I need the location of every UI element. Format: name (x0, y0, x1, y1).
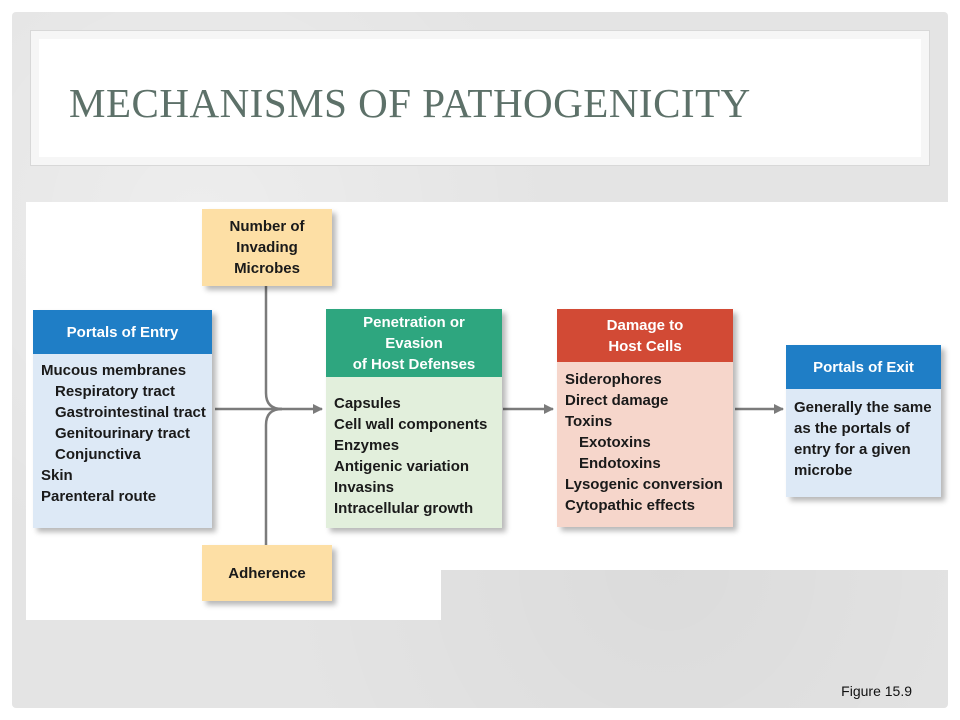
damage-to-host-cells-header: Damage to Host Cells (557, 309, 733, 362)
connector-from-number-of-microbes (264, 286, 283, 411)
portals-of-exit-item: entry for a given (794, 441, 911, 458)
damage-item: Toxins (565, 413, 613, 430)
portals-of-entry-item: Gastrointestinal tract (55, 404, 206, 421)
damage-item: Lysogenic conversion (565, 476, 723, 493)
damage-item: Direct damage (565, 392, 669, 409)
title-panel: MECHANISMS OF PATHOGENICITY (39, 39, 921, 157)
damage-to-host-cells-box: Damage to Host Cells Siderophores Direct… (557, 309, 733, 527)
penetration-evasion-box: Penetration or Evasion of Host Defenses … (326, 309, 502, 528)
figure-caption: Figure 15.9 (841, 683, 912, 699)
portals-of-entry-item: Mucous membranes (41, 362, 187, 379)
portals-of-entry-item: Parenteral route (41, 488, 157, 505)
penetration-item: Intracellular growth (334, 500, 474, 517)
portals-of-entry-item: Respiratory tract (55, 383, 176, 400)
penetration-evasion-list: Capsules Cell wall components Enzymes An… (326, 377, 502, 519)
damage-header-line-2: Host Cells (608, 337, 682, 355)
connector-from-adherence (264, 407, 283, 545)
adherence-label: Adherence (228, 564, 306, 582)
damage-item: Siderophores (565, 371, 662, 388)
adherence-box: Adherence (202, 545, 332, 601)
portals-of-entry-item: Skin (41, 467, 73, 484)
portals-of-exit-box: Portals of Exit Generally the same as th… (786, 345, 941, 497)
penetration-header-line-1: Penetration or (363, 313, 465, 331)
portals-of-exit-item: Generally the same (794, 399, 932, 416)
damage-item: Cytopathic effects (565, 497, 696, 514)
title-frame: MECHANISMS OF PATHOGENICITY (30, 30, 930, 166)
number-of-microbes-line-2: Invading (236, 239, 298, 256)
portals-of-entry-title: Portals of Entry (66, 323, 179, 341)
portals-of-entry-item: Conjunctiva (55, 446, 141, 463)
portals-of-entry-header: Portals of Entry (33, 310, 212, 354)
damage-header-line-1: Damage to (606, 316, 684, 334)
number-of-invading-microbes-box: Number of Invading Microbes (202, 209, 332, 286)
penetration-item: Cell wall components (334, 416, 488, 433)
penetration-item: Antigenic variation (334, 458, 470, 475)
portals-of-exit-title: Portals of Exit (813, 358, 914, 376)
portals-of-entry-box: Portals of Entry Mucous membranes Respir… (33, 310, 212, 528)
portals-of-exit-list: Generally the same as the portals of ent… (786, 389, 941, 481)
portals-of-exit-item: microbe (794, 462, 853, 479)
damage-item: Endotoxins (579, 455, 661, 472)
damage-item: Exotoxins (579, 434, 651, 451)
penetration-item: Invasins (334, 479, 395, 496)
number-of-microbes-line-1: Number of (229, 218, 305, 235)
portals-of-exit-header: Portals of Exit (786, 345, 941, 389)
portals-of-exit-item: as the portals of (794, 420, 910, 437)
penetration-header-line-3: of Host Defenses (352, 355, 476, 373)
damage-to-host-cells-list: Siderophores Direct damage Toxins Exotox… (557, 362, 733, 516)
portals-of-entry-list: Mucous membranes Respiratory tract Gastr… (33, 354, 212, 507)
penetration-header-line-2: Evasion (385, 334, 443, 352)
portals-of-entry-item: Genitourinary tract (55, 425, 191, 442)
penetration-item: Capsules (334, 395, 401, 412)
penetration-item: Enzymes (334, 437, 400, 454)
penetration-evasion-header: Penetration or Evasion of Host Defenses (326, 309, 502, 377)
number-of-microbes-line-3: Microbes (234, 260, 300, 277)
slide-title: MECHANISMS OF PATHOGENICITY (69, 80, 751, 126)
